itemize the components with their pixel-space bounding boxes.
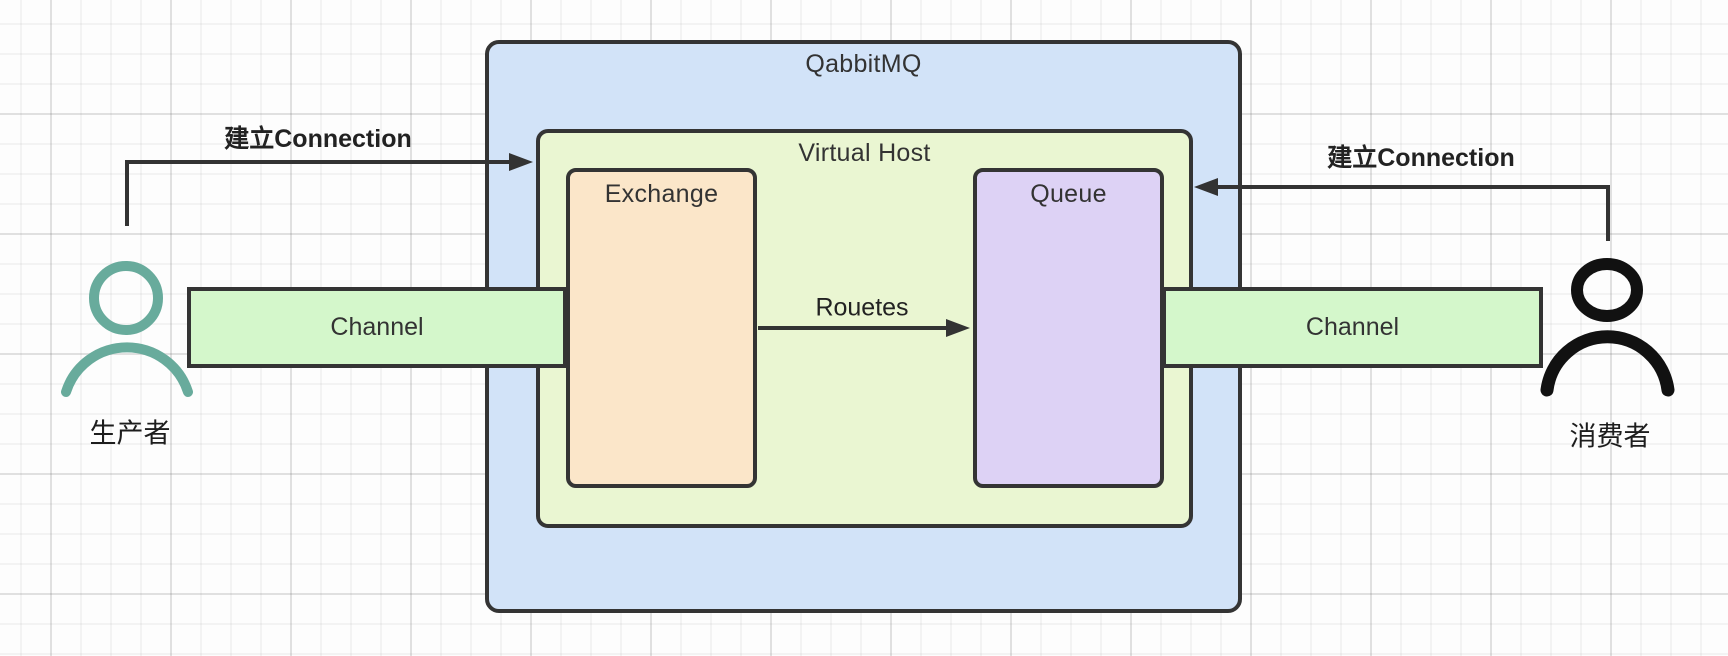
routes-arrow[interactable] — [758, 319, 970, 337]
consumer-label: 消费者 — [1569, 421, 1651, 452]
channel-left-label: Channel — [330, 313, 424, 341]
consumer-connection-label: 建立Connection — [1327, 144, 1515, 172]
queue-box[interactable]: Queue — [973, 168, 1164, 488]
broker-label: QabbitMQ — [805, 50, 922, 78]
channel-right-bar[interactable]: Channel — [1162, 287, 1543, 368]
exchange-label: Exchange — [604, 180, 719, 208]
consumer-person-icon[interactable] — [1540, 258, 1675, 397]
queue-label: Queue — [1030, 180, 1107, 208]
producer-connection-label: 建立Connection — [224, 125, 412, 153]
producer-person-icon[interactable] — [61, 261, 193, 397]
channel-left-bar[interactable]: Channel — [187, 287, 567, 368]
routes-label: Rouetes — [815, 293, 909, 322]
exchange-box[interactable]: Exchange — [566, 168, 757, 488]
virtual-host-label: Virtual Host — [798, 139, 931, 167]
consumer-connection-arrow[interactable] — [1194, 178, 1610, 241]
producer-label: 生产者 — [89, 418, 171, 449]
channel-right-label: Channel — [1305, 313, 1400, 341]
producer-connection-arrow[interactable] — [125, 153, 533, 226]
